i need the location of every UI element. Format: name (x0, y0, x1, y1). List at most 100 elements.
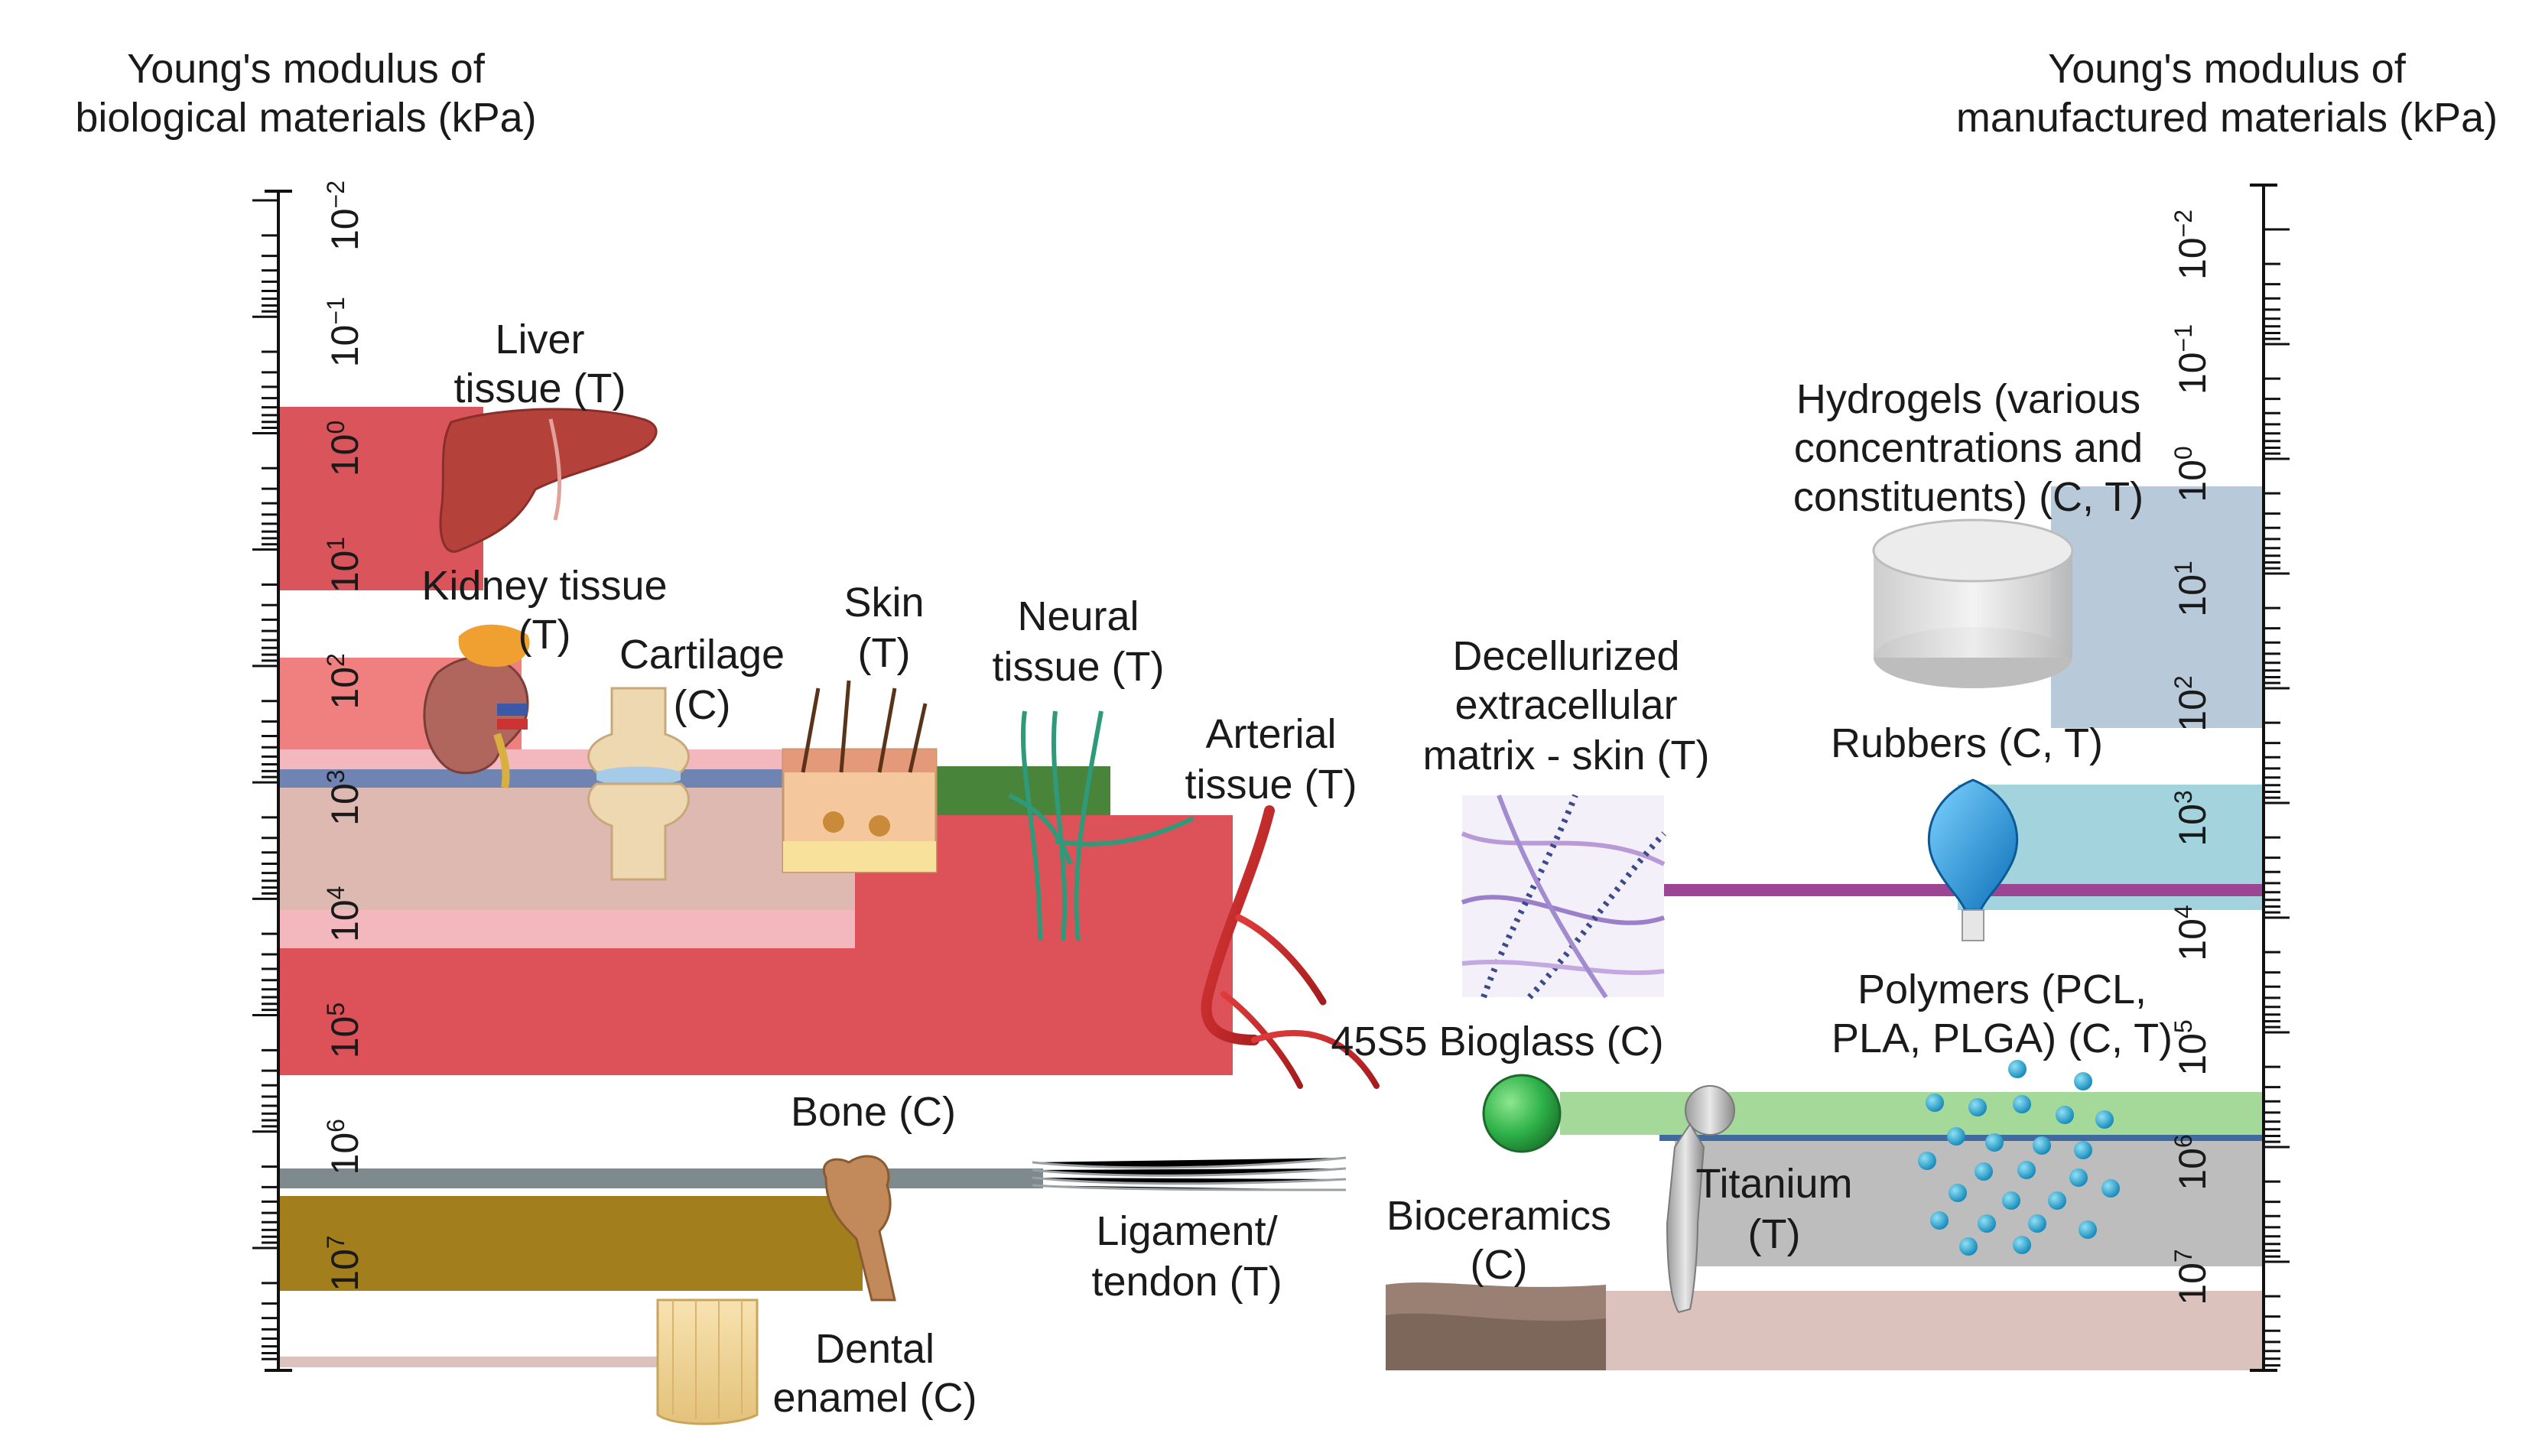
right-axis-title-line2: manufactured materials (kPa) (1956, 95, 2498, 141)
enamel-modulus-bar (278, 1357, 661, 1367)
polymer-bead (1978, 1214, 1996, 1233)
tick-exponent: −1 (2170, 324, 2197, 352)
kidney-label-line2: (T) (518, 612, 571, 658)
right-axis-tick-label: 107 (2170, 1249, 2214, 1305)
polymer-bead (1985, 1133, 2004, 1152)
tick-exponent: −2 (322, 180, 349, 208)
tick-base: 10 (323, 667, 366, 710)
hydrogel-label-line1: Hydrogels (various (1796, 376, 2140, 422)
tick-exponent: 4 (322, 886, 349, 900)
rubber-label: Rubbers (C, T) (1831, 720, 2103, 766)
tick-base: 10 (323, 899, 366, 942)
polymer-bead (2028, 1214, 2046, 1233)
tick-base: 10 (2171, 689, 2214, 732)
left-axis-tick-label: 10−1 (322, 297, 366, 367)
kidney-band-line (278, 769, 814, 788)
polymer-bead (1949, 1184, 1967, 1202)
tick-base: 10 (2171, 1148, 2214, 1191)
polymer-bead (1959, 1237, 1978, 1256)
left-axis-tick-label: 105 (322, 1003, 366, 1058)
tick-exponent: 1 (322, 537, 349, 551)
liver-icon (439, 408, 658, 553)
polymer-bead (2074, 1141, 2092, 1159)
tick-exponent: 3 (2170, 790, 2197, 804)
skin-label-line2: (T) (858, 630, 911, 676)
hip-implant-icon (1666, 1085, 1735, 1314)
liver-label-line1: Liver (495, 317, 584, 362)
tick-exponent: 3 (322, 769, 349, 783)
tick-base: 10 (2171, 352, 2214, 395)
tick-exponent: 6 (322, 1119, 349, 1133)
polymer-bead (1926, 1094, 1944, 1112)
polymer-bead (2013, 1236, 2031, 1254)
biological-bars (278, 407, 1233, 1367)
kidney-label-line1: Kidney tissue (421, 563, 667, 609)
tick-base: 10 (323, 434, 366, 477)
tick-base: 10 (323, 783, 366, 826)
polymer-bead (2013, 1095, 2031, 1113)
tick-exponent: 5 (2170, 1019, 2197, 1033)
tick-exponent: 1 (2170, 561, 2197, 574)
tendon-icon (1032, 1156, 1347, 1191)
polymer-bead (2048, 1191, 2066, 1210)
kidney-icon (423, 624, 530, 788)
polymer-bead (2079, 1220, 2097, 1239)
polymer-bead (2002, 1191, 2020, 1210)
tick-base: 10 (323, 1249, 366, 1292)
polymer-bead (2017, 1161, 2036, 1179)
tick-exponent: 7 (2170, 1249, 2197, 1263)
neural-fibers-icon (1008, 710, 1194, 941)
left-axis-tick-label: 103 (322, 769, 366, 825)
tick-exponent: −1 (322, 297, 349, 324)
enamel-icon (656, 1298, 759, 1425)
knee-joint-icon (587, 687, 690, 881)
hydrogel-disc-icon (1872, 518, 2074, 688)
decell-label-line2: extracellular (1455, 682, 1677, 728)
polymer-beads-icon (1918, 1060, 2120, 1256)
left-axis-title-line1: Young's modulus of (127, 46, 486, 92)
right-axis-tick-label: 106 (2170, 1134, 2214, 1190)
titanium-label-line1: Titanium (1695, 1161, 1852, 1207)
left-axis-title-line2: biological materials (kPa) (75, 95, 536, 141)
ligament-modulus-bar (278, 1168, 1043, 1188)
manufactured-bars (1560, 486, 2264, 1370)
right-axis-tick-label: 104 (2170, 905, 2214, 960)
left-axis-tick-label: 104 (322, 886, 366, 942)
tick-exponent: 7 (322, 1235, 349, 1249)
artery-icon (1201, 805, 1380, 1089)
left-axis-tick-label: 106 (322, 1119, 366, 1175)
right-axis-tick-label: 100 (2170, 446, 2214, 502)
polymer-bead (2069, 1168, 2088, 1187)
tick-exponent: 5 (322, 1003, 349, 1016)
right-axis-tick-label: 105 (2170, 1019, 2214, 1075)
manufactured-labels: Hydrogels (various concentrations and co… (1331, 376, 2173, 1288)
neural-label-line2: tissue (T) (992, 644, 1164, 690)
tick-base: 10 (323, 1133, 366, 1175)
fiber-matrix-icon (1461, 794, 1666, 999)
bone-modulus-bar (278, 1196, 863, 1291)
skin-section-icon (782, 680, 938, 873)
tick-base: 10 (323, 551, 366, 593)
arterial-label-line1: Arterial (1205, 711, 1336, 757)
right-axis-tick-label: 10−2 (2170, 210, 2214, 280)
right-axis-title-line1: Young's modulus of (2048, 46, 2407, 92)
tick-base: 10 (2171, 574, 2214, 617)
hydrogel-modulus-bar (2051, 486, 2264, 728)
bioceramics-label-line2: (C) (1471, 1242, 1528, 1288)
left-axis-tick-label: 107 (322, 1235, 366, 1291)
hydrogel-label-line2: concentrations and (1794, 425, 2143, 471)
ligament-label-line1: Ligament/ (1096, 1208, 1277, 1254)
titanium-label-line2: (T) (1748, 1211, 1801, 1257)
ligament-label-line2: tendon (T) (1091, 1259, 1282, 1305)
tick-base: 10 (323, 325, 366, 368)
tick-base: 10 (2171, 804, 2214, 847)
liver-label-line2: tissue (T) (453, 366, 626, 411)
enamel-label-line2: enamel (C) (772, 1375, 977, 1421)
bioceramics-label-line1: Bioceramics (1386, 1193, 1611, 1239)
left-axis-tick-label: 101 (322, 537, 366, 593)
polymer-label-line1: Polymers (PCL, (1858, 967, 2147, 1012)
polymer-bead (2074, 1072, 2092, 1090)
